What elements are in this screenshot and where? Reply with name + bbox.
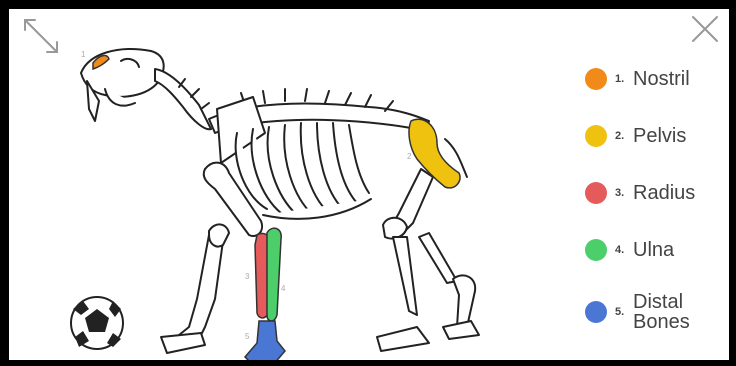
- legend-dot-nostril: [585, 68, 607, 90]
- legend-number: 4.: [615, 244, 629, 256]
- legend-number: 3.: [615, 187, 629, 199]
- marker-nostril: 1: [81, 50, 86, 59]
- legend-dot-pelvis: [585, 125, 607, 147]
- legend-number: 5.: [615, 306, 629, 318]
- marker-pelvis: 2: [407, 152, 412, 161]
- ulna-bone-highlight: [267, 228, 281, 321]
- legend-number: 2.: [615, 130, 629, 142]
- legend-item-nostril[interactable]: 1. Nostril: [585, 59, 690, 99]
- legend-item-ulna[interactable]: 4. Ulna: [585, 230, 674, 270]
- legend-label: Nostril: [633, 69, 690, 89]
- soccer-ball-icon: [71, 297, 123, 349]
- legend-item-distal-bones[interactable]: 5. Distal Bones: [585, 287, 703, 337]
- legend-label: Distal Bones: [633, 292, 703, 332]
- legend-dot-ulna: [585, 239, 607, 261]
- distal-bones-highlight: [245, 321, 285, 366]
- legend-label: Ulna: [633, 240, 674, 260]
- legend-dot-radius: [585, 182, 607, 204]
- legend-label: Radius: [633, 183, 695, 203]
- legend-number: 1.: [615, 73, 629, 85]
- marker-distal: 5: [245, 332, 250, 341]
- legend-dot-distal-bones: [585, 301, 607, 323]
- legend-item-pelvis[interactable]: 2. Pelvis: [585, 116, 686, 156]
- marker-ulna: 4: [281, 284, 286, 293]
- marker-radius: 3: [245, 272, 250, 281]
- legend-label: Pelvis: [633, 126, 686, 146]
- legend-item-radius[interactable]: 3. Radius: [585, 173, 695, 213]
